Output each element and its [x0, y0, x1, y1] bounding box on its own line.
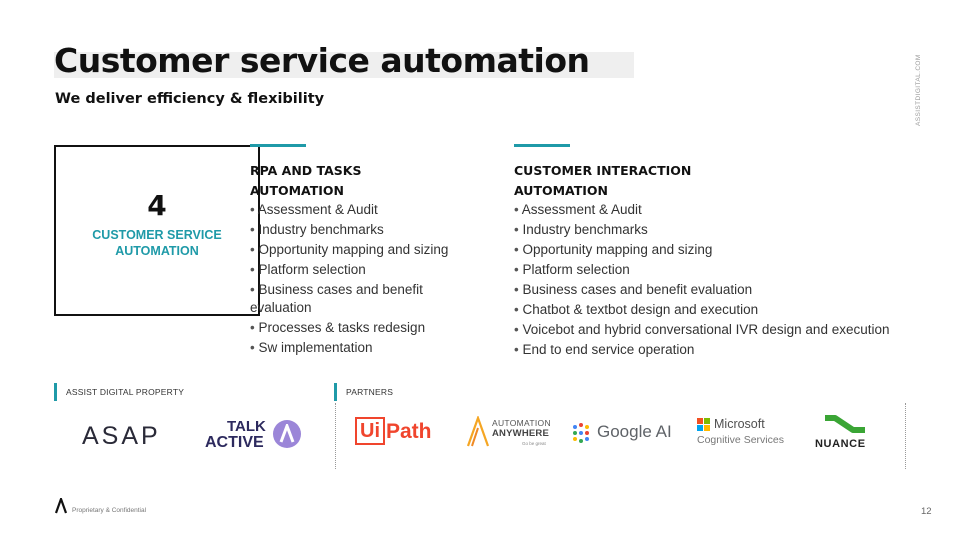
list-item-text: End to end service operation: [522, 342, 695, 357]
column-list: • Assessment & Audit • Industry benchmar…: [514, 201, 934, 359]
list-item: • Industry benchmarks: [514, 221, 934, 239]
section-label-partners: PARTNERS: [334, 383, 393, 401]
bullet: •: [250, 320, 255, 335]
list-item: • End to end service operation: [514, 341, 934, 359]
column-heading-line: AUTOMATION: [514, 183, 609, 198]
column-heading-line: CUSTOMER INTERACTION: [514, 163, 692, 178]
list-item-text: Business cases and benefit evaluation: [522, 282, 753, 297]
feature-number: 4: [147, 189, 167, 222]
automation-anywhere-icon: [466, 416, 490, 447]
list-item-text: Platform selection: [258, 262, 366, 277]
list-item-text: Sw implementation: [258, 340, 373, 355]
footer-text: Proprietary & Confidential: [72, 507, 147, 514]
column-accent-rule: [514, 144, 570, 147]
list-item: • Chatbot & textbot design and execution: [514, 301, 934, 319]
list-item-text: Opportunity mapping and sizing: [258, 242, 449, 257]
column-customer-interaction: CUSTOMER INTERACTION AUTOMATION • Assess…: [514, 144, 934, 361]
list-item-text: Assessment & Audit: [521, 202, 642, 217]
automation-anywhere-tagline: Go be great: [522, 441, 546, 446]
nuance-mark-icon: [825, 415, 865, 433]
list-item: • Platform selection: [250, 261, 485, 279]
bullet: •: [514, 322, 519, 337]
bullet: •: [514, 282, 519, 297]
bullet: •: [250, 282, 255, 297]
bullet: •: [250, 262, 255, 277]
bullet: •: [514, 262, 519, 277]
list-item: • Voicebot and hybrid conversational IVR…: [514, 321, 934, 339]
talk-active-line2: ACTIVE: [205, 434, 264, 451]
list-item: • Assessment & Audit: [250, 201, 485, 219]
page-title: Customer service automation: [54, 41, 590, 80]
google-ai-dots-icon: [573, 423, 589, 443]
uipath-path-text: Path: [386, 420, 432, 443]
automation-anywhere-line2: ANYWHERE: [492, 428, 550, 439]
column-heading-line: RPA AND TASKS: [250, 163, 362, 178]
bullet: •: [514, 222, 519, 237]
list-item: • Opportunity mapping and sizing: [514, 241, 934, 259]
column-heading-line: AUTOMATION: [250, 183, 345, 198]
list-item: • Platform selection: [514, 261, 934, 279]
list-item-text: Industry benchmarks: [258, 222, 384, 237]
divider-right: [905, 403, 906, 469]
bullet: •: [514, 202, 519, 217]
list-item: • Sw implementation: [250, 339, 485, 357]
list-item-text: Platform selection: [522, 262, 630, 277]
feature-box: 4 CUSTOMER SERVICE AUTOMATION: [54, 145, 260, 316]
google-ai-text: Google AI: [597, 422, 672, 441]
asap-logo: ASAP: [82, 422, 161, 450]
list-item-text: Chatbot & textbot design and execution: [522, 302, 759, 317]
list-item-text: Business cases and benefit evaluation: [250, 282, 423, 315]
feature-label: CUSTOMER SERVICE AUTOMATION: [92, 228, 222, 258]
nuance-logo: NUANCE: [815, 414, 875, 450]
column-list: • Assessment & Audit • Industry benchmar…: [250, 201, 485, 357]
column-heading: RPA AND TASKS AUTOMATION: [250, 161, 485, 201]
talk-active-line1: TALK: [227, 418, 266, 435]
microsoft-line2: Cognitive Services: [697, 434, 784, 446]
bullet: •: [250, 202, 255, 217]
microsoft-line1: Microsoft: [714, 417, 765, 431]
list-item-text: Assessment & Audit: [257, 202, 378, 217]
page-number: 12: [921, 506, 932, 517]
list-item: • Industry benchmarks: [250, 221, 485, 239]
bullet: •: [514, 242, 519, 257]
assist-digital-logo-icon: [54, 498, 68, 514]
column-accent-rule: [250, 144, 306, 147]
microsoft-windows-icon: [697, 418, 711, 432]
side-url: ASSISTDIGITAL.COM: [915, 54, 922, 126]
divider-left: [335, 403, 336, 469]
bullet: •: [514, 342, 519, 357]
list-item-text: Processes & tasks redesign: [258, 320, 426, 335]
uipath-ui-box: Ui: [355, 417, 385, 445]
list-item: • Business cases and benefit evaluation: [514, 281, 934, 299]
column-heading: CUSTOMER INTERACTION AUTOMATION: [514, 161, 934, 201]
section-label-property: ASSIST DIGITAL PROPERTY: [54, 383, 184, 401]
list-item: • Opportunity mapping and sizing: [250, 241, 485, 259]
column-rpa: RPA AND TASKS AUTOMATION • Assessment & …: [250, 144, 485, 359]
page-subtitle: We deliver efficiency & flexibility: [55, 91, 325, 107]
bullet: •: [250, 242, 255, 257]
nuance-text: NUANCE: [815, 438, 866, 450]
list-item-text: Voicebot and hybrid conversational IVR d…: [522, 322, 890, 337]
bullet: •: [250, 222, 255, 237]
talk-active-logo: TALK ACTIVE: [205, 419, 301, 455]
title-block: Customer service automation: [54, 40, 634, 82]
list-item-text: Opportunity mapping and sizing: [522, 242, 713, 257]
talk-active-mark-icon: [279, 424, 295, 443]
automation-anywhere-line1: AUTOMATION: [492, 418, 551, 428]
list-item: • Assessment & Audit: [514, 201, 934, 219]
side-url-container: ASSISTDIGITAL.COM: [912, 54, 932, 126]
bullet: •: [250, 340, 255, 355]
title-highlight: [54, 52, 634, 78]
list-item-text: Industry benchmarks: [522, 222, 648, 237]
list-item: • Business cases and benefit evaluation: [250, 281, 485, 317]
list-item: • Processes & tasks redesign: [250, 319, 485, 337]
bullet: •: [514, 302, 519, 317]
